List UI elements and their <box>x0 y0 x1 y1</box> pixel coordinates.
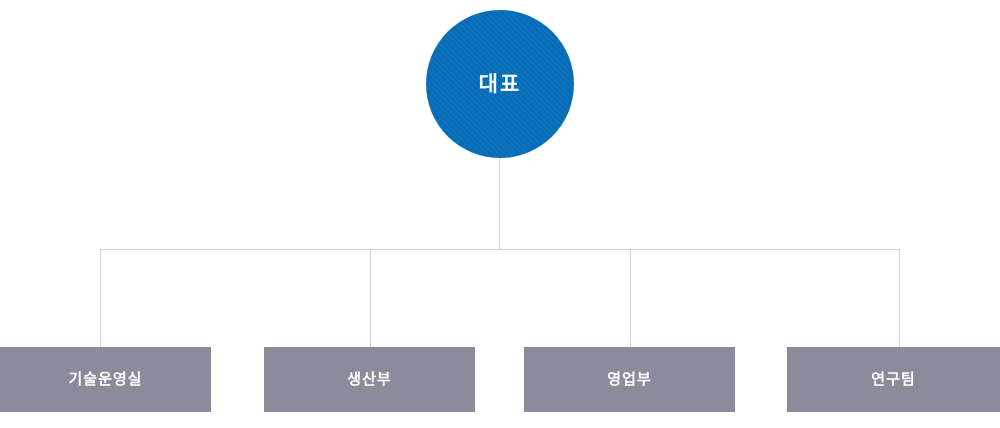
org-node-department-1[interactable]: 기술운영실 <box>0 347 211 412</box>
org-node-department-2-label: 생산부 <box>347 371 392 388</box>
connector-drop-1 <box>100 249 101 347</box>
connector-horizontal-bus <box>100 249 900 250</box>
org-node-department-3-label: 영업부 <box>607 371 652 388</box>
org-node-department-2[interactable]: 생산부 <box>264 347 475 412</box>
org-node-department-4[interactable]: 연구팀 <box>787 347 1000 412</box>
org-node-root-label: 대표 <box>478 72 522 96</box>
connector-drop-3 <box>630 249 631 347</box>
org-node-department-4-label: 연구팀 <box>871 371 916 388</box>
org-node-root[interactable]: 대표 <box>426 10 574 158</box>
org-node-department-1-label: 기술운영실 <box>68 371 143 388</box>
org-node-department-3[interactable]: 영업부 <box>524 347 735 412</box>
connector-drop-2 <box>370 249 371 347</box>
connector-drop-4 <box>899 249 900 347</box>
connector-trunk-vertical <box>499 158 500 250</box>
